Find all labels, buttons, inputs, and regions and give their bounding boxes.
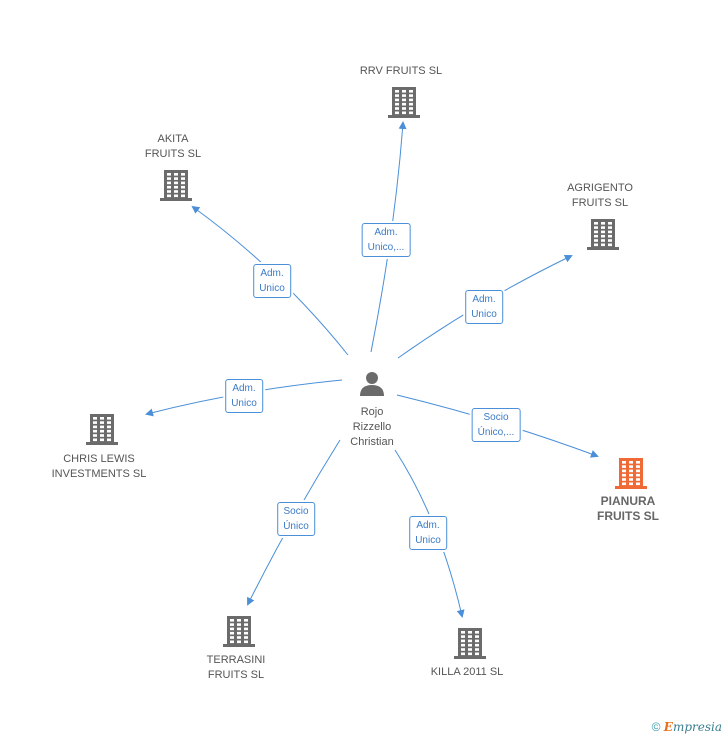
building-icon xyxy=(160,170,192,201)
relation-label-akita[interactable]: Adm. Unico xyxy=(253,264,291,298)
footer-brand: © Empresia xyxy=(652,720,722,734)
relation-label-agrigento[interactable]: Adm. Unico xyxy=(465,290,503,324)
company-name-chris[interactable]: CHRIS LEWIS INVESTMENTS SL xyxy=(51,453,147,480)
brand-logo: Empresia xyxy=(663,720,722,734)
relation-label-terrasini[interactable]: Socio Único xyxy=(277,502,315,536)
building-icon xyxy=(454,628,486,659)
company-name-agrigento[interactable]: AGRIGENTO FRUITS SL xyxy=(567,182,633,209)
company-name-akita[interactable]: AKITA FRUITS SL xyxy=(144,133,202,160)
person-icon xyxy=(360,372,384,396)
relation-label-killa[interactable]: Adm. Unico xyxy=(409,516,447,550)
person-name[interactable]: Rojo Rizzello Christian xyxy=(350,406,394,448)
company-name-killa[interactable]: KILLA 2011 SL xyxy=(430,666,504,678)
relation-label-pianura[interactable]: Socio Único,... xyxy=(471,408,521,442)
company-name-terrasini[interactable]: TERRASINI FRUITS SL xyxy=(206,654,266,681)
relation-label-rrv[interactable]: Adm. Unico,... xyxy=(361,223,411,257)
building-icon xyxy=(388,87,420,118)
building-icon xyxy=(223,616,255,647)
company-name-rrv[interactable]: RRV FRUITS SL xyxy=(359,65,443,77)
copyright-icon: © xyxy=(651,720,661,734)
building-icon xyxy=(86,414,118,445)
company-name-pianura[interactable]: PIANURA FRUITS SL xyxy=(597,494,659,523)
building-icon xyxy=(587,219,619,250)
relation-label-chris[interactable]: Adm. Unico xyxy=(225,379,263,413)
building-icon xyxy=(615,458,647,489)
